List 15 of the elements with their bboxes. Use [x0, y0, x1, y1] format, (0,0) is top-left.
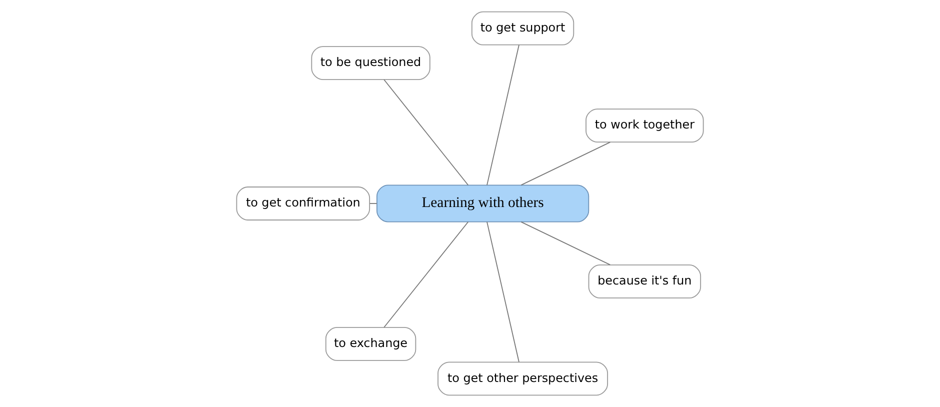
connector — [384, 79, 469, 186]
connector — [384, 221, 469, 328]
node-box: to exchange — [325, 327, 416, 361]
node-box: because it's fun — [588, 264, 702, 298]
connector — [369, 203, 378, 204]
node-box: to be questioned — [311, 46, 430, 80]
node-box: to get other perspectives — [438, 362, 608, 396]
connector — [486, 44, 520, 186]
node-box: to get confirmation — [236, 186, 370, 220]
connector — [486, 221, 520, 362]
node-box: to get support — [471, 11, 574, 46]
connector — [520, 142, 611, 186]
node-box: Learning with others — [376, 184, 590, 222]
connector — [520, 222, 611, 266]
node-box: to work together — [586, 108, 704, 142]
